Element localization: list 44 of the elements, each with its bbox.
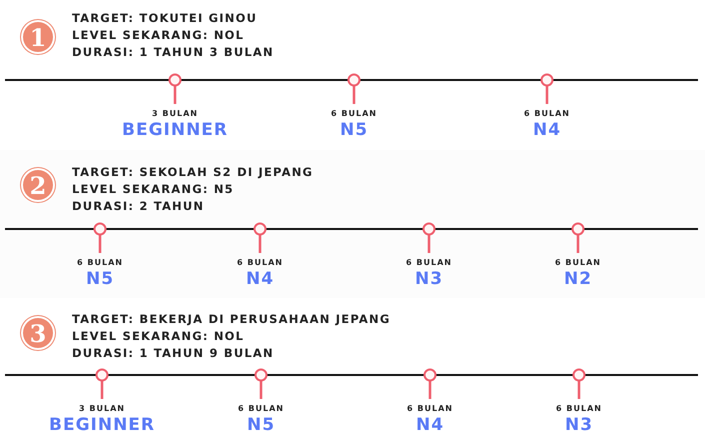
level-label: N4 bbox=[416, 415, 444, 435]
milestone-marker bbox=[422, 222, 436, 254]
milestone-marker bbox=[253, 222, 267, 254]
milestone-marker bbox=[571, 222, 585, 254]
info-text: DURASI: 2 TAHUN bbox=[72, 198, 204, 214]
milestone-marker bbox=[572, 368, 586, 400]
level-label: N3 bbox=[564, 415, 594, 435]
duration-label: 6 BULAN bbox=[331, 109, 377, 118]
duration-label: 3 BULAN bbox=[152, 109, 198, 118]
duration-label: 6 BULAN bbox=[238, 404, 284, 413]
info-text: DURASI: 1 TAHUN 9 BULAN bbox=[72, 345, 274, 361]
info-text: TARGET: BEKERJA DI PERUSAHAAN JEPANG bbox=[72, 311, 390, 327]
info-text: TARGET: SEKOLAH S2 DI JEPANG bbox=[72, 164, 314, 180]
info-text: LEVEL SEKARANG: N5 bbox=[72, 181, 234, 197]
milestone-marker bbox=[423, 368, 437, 400]
duration-label: 6 BULAN bbox=[406, 258, 452, 267]
info-text: LEVEL SEKARANG: NOL bbox=[72, 328, 244, 344]
milestone-marker bbox=[347, 73, 361, 105]
milestone-marker bbox=[540, 73, 554, 105]
duration-label: 6 BULAN bbox=[555, 258, 601, 267]
info-text: DURASI: 1 TAHUN 3 BULAN bbox=[72, 44, 274, 60]
duration-label: 6 BULAN bbox=[524, 109, 570, 118]
level-label: N2 bbox=[564, 269, 592, 289]
duration-label: 6 BULAN bbox=[556, 404, 602, 413]
duration-label: 3 BULAN bbox=[79, 404, 125, 413]
level-label: BEGINNER bbox=[49, 415, 155, 435]
level-label: N5 bbox=[246, 415, 276, 435]
level-label: N5 bbox=[340, 120, 368, 140]
info-text: LEVEL SEKARANG: NOL bbox=[72, 27, 244, 43]
milestone-marker bbox=[93, 222, 107, 254]
duration-label: 6 BULAN bbox=[237, 258, 283, 267]
milestone-marker bbox=[168, 73, 182, 105]
number-badge: 1 bbox=[21, 20, 55, 54]
level-label: BEGINNER bbox=[122, 120, 228, 140]
milestone-marker bbox=[95, 368, 109, 400]
level-label: N4 bbox=[532, 120, 562, 140]
number-badge: 3 bbox=[21, 316, 55, 350]
duration-label: 6 BULAN bbox=[77, 258, 123, 267]
duration-label: 6 BULAN bbox=[407, 404, 453, 413]
level-label: N3 bbox=[414, 269, 444, 289]
level-label: N4 bbox=[246, 269, 274, 289]
level-label: N5 bbox=[86, 269, 114, 289]
info-text: TARGET: TOKUTEI GINOU bbox=[72, 10, 258, 26]
milestone-marker bbox=[254, 368, 268, 400]
